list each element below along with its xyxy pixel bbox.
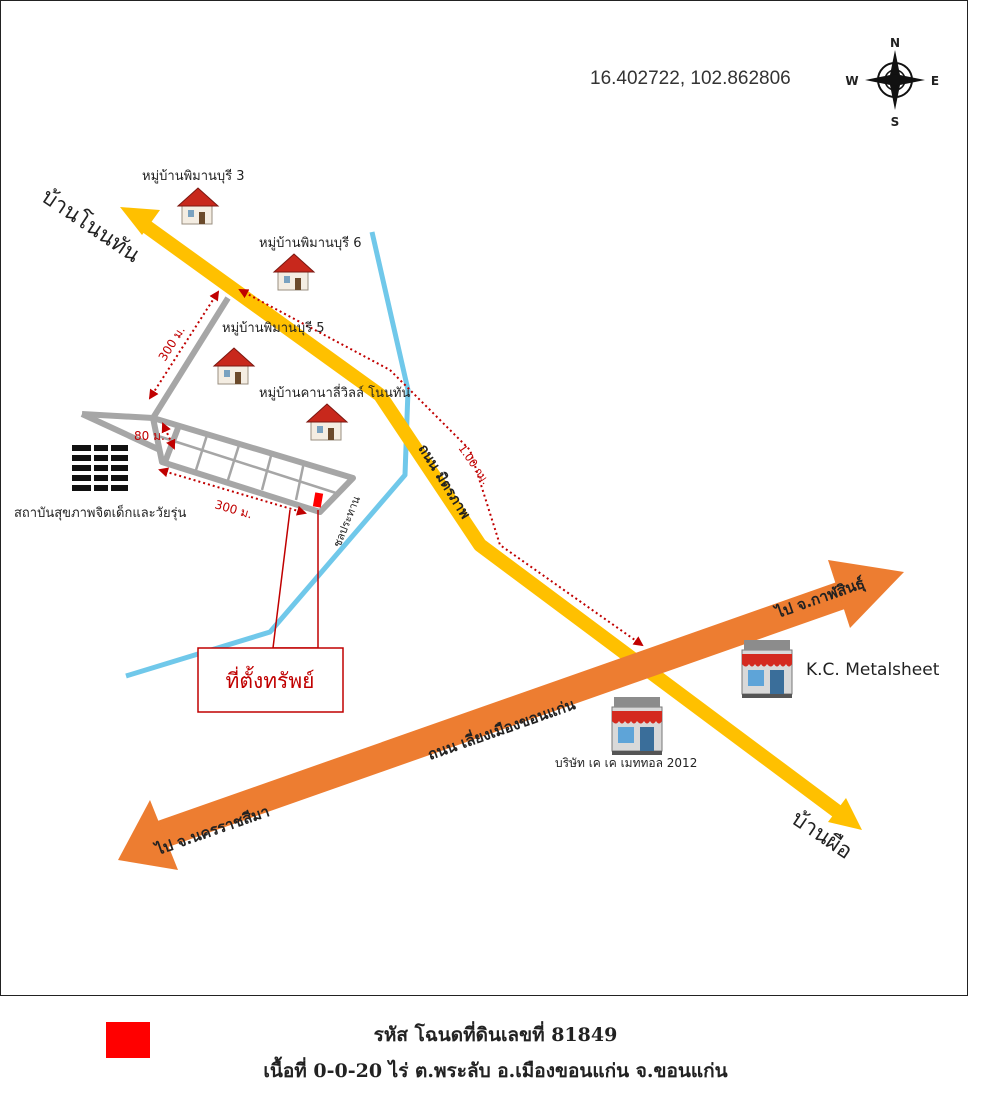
- road-label-ban-non-than: บ้านโนนทัน: [37, 183, 145, 268]
- institute-building-icon: [72, 445, 128, 491]
- house-icon: [177, 187, 219, 225]
- svg-text:N: N: [890, 36, 900, 50]
- svg-text:W: W: [845, 74, 858, 88]
- deed-caption-line1: รหัส โฉนดที่ดินเลขที่ 81849: [373, 1024, 618, 1046]
- svg-text:S: S: [891, 115, 900, 129]
- distance-label-300-left: 300 ม.: [156, 324, 188, 364]
- property-marker: [312, 492, 324, 508]
- place-label-pimanburi3: หมู่บ้านพิมานบุรี 3: [142, 168, 245, 184]
- legend-swatch: [106, 1022, 150, 1058]
- svg-text:E: E: [931, 74, 939, 88]
- property-pointer-line: [272, 509, 319, 649]
- property-label-box: [197, 647, 344, 713]
- place-label-kc-metalsheet: K.C. Metalsheet: [806, 660, 940, 680]
- store-icon-kk-metal: [611, 696, 663, 756]
- distance-label-80: 80 ม.: [134, 429, 165, 443]
- location-map: ที่ตั้งทรัพย์ N S W E หมู่บ้านพิมานบุรี …: [14, 36, 940, 870]
- place-label-pimanburi5: หมู่บ้านพิมานบุรี 5: [222, 320, 325, 336]
- deed-caption-line2: เนื้อที่ 0-0-20 ไร่ ต.พระลับ อ.เมืองขอนแ…: [263, 1060, 728, 1082]
- house-icon: [306, 403, 348, 441]
- road-arrow-nonthan: [120, 207, 160, 235]
- distance-label-1km: 1.00 กม.: [456, 442, 493, 487]
- bypass-road: [155, 573, 870, 849]
- distance-lines: [148, 289, 644, 647]
- place-label-institute: สถาบันสุขภาพจิตเด็กและวัยรุ่น: [14, 503, 187, 521]
- place-label-kanavilla: หมู่บ้านคานาลี่วิลล์ โนนทัน: [259, 384, 410, 401]
- compass-icon: N S W E: [845, 36, 939, 129]
- place-label-pimanburi6: หมู่บ้านพิมานบุรี 6: [259, 235, 362, 251]
- house-icon: [213, 347, 255, 385]
- distance-label-300-bottom: 300 ม.: [213, 497, 254, 521]
- property-label: ที่ตั้งทรัพย์: [225, 666, 314, 693]
- bypass-arrow-kalasin: [828, 560, 904, 628]
- store-icon-kc-metalsheet: [741, 639, 793, 699]
- house-icon: [273, 253, 315, 291]
- coordinates-text: 16.402722, 102.862806: [590, 68, 791, 89]
- road-arrow-phue: [828, 798, 862, 830]
- place-label-kk-metal: บริษัท เค เค เมททอล 2012: [555, 756, 697, 770]
- bypass-arrow-korat: [118, 800, 178, 870]
